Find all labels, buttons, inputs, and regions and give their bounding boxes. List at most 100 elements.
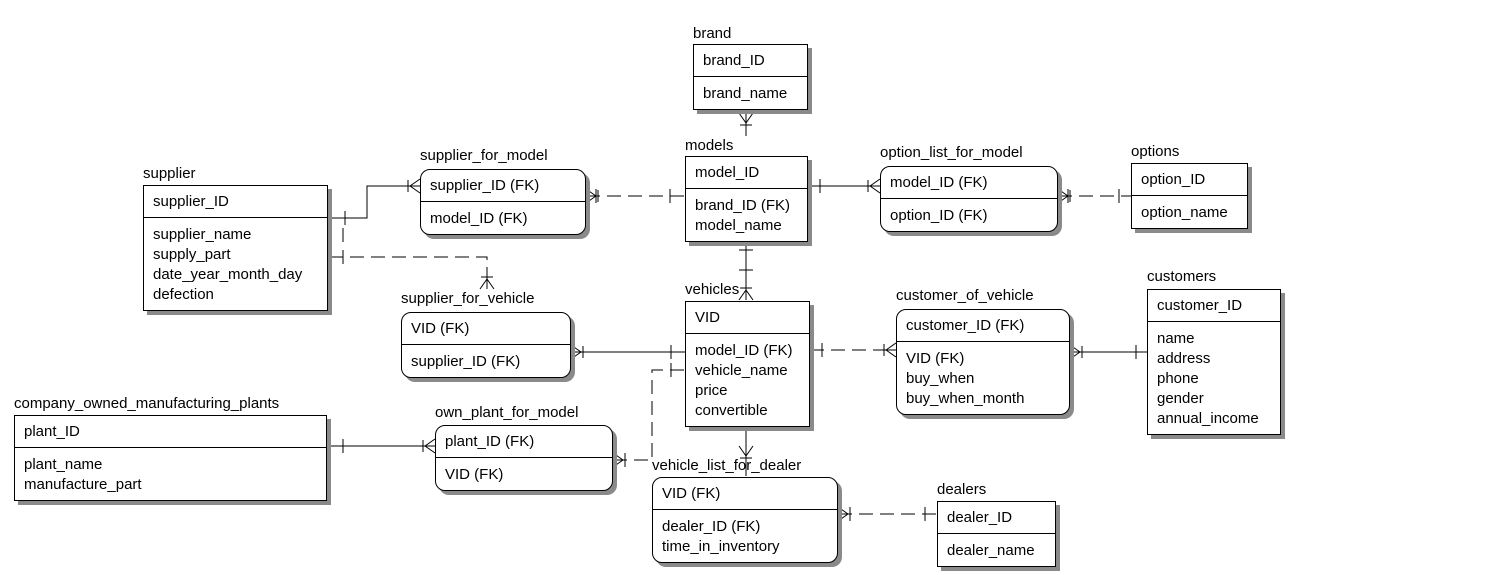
relationship-line: [329, 185, 420, 219]
key-attribute: customer_ID: [1157, 297, 1243, 314]
attribute-section: model_ID (FK): [421, 202, 585, 234]
primary-key-section: VID (FK): [402, 313, 570, 345]
attribute: time_in_inventory: [662, 538, 780, 555]
many-marker: [837, 506, 849, 515]
many-marker: [570, 351, 582, 360]
key-attribute: brand_ID: [703, 52, 765, 69]
key-attribute: model_ID: [695, 164, 760, 181]
many-marker: [1057, 188, 1069, 197]
entity-title: vehicles: [685, 281, 740, 298]
attribute-section: brand_name: [694, 77, 807, 109]
attribute: convertible: [695, 402, 768, 419]
many-marker: [837, 513, 849, 522]
attribute: vehicle_name: [695, 362, 788, 379]
entity-box: VID (FK) dealer_ID (FK) time_in_inventory: [652, 477, 838, 563]
key-attribute: supplier_ID (FK): [430, 177, 540, 194]
entity-title: customer_of_vehicle: [896, 287, 1034, 304]
entity-box: supplier_ID (FK) model_ID (FK): [420, 169, 586, 235]
many-marker: [869, 185, 881, 194]
many-marker: [409, 178, 421, 187]
primary-key-section: VID (FK): [653, 478, 837, 510]
entity-title: options: [1131, 143, 1180, 160]
relationship-line: [613, 369, 685, 461]
many-marker: [612, 459, 624, 468]
primary-key-section: plant_ID (FK): [436, 426, 612, 458]
many-marker: [612, 452, 624, 461]
key-attribute: VID (FK): [411, 320, 470, 337]
attribute: VID (FK): [906, 350, 965, 367]
key-attribute: model_ID (FK): [890, 174, 988, 191]
many-marker: [570, 344, 582, 353]
entity-title: customers: [1147, 268, 1217, 285]
attribute-section: VID (FK): [436, 458, 612, 490]
attribute: dealer_name: [947, 542, 1035, 559]
attribute-section: brand_ID (FK)model_name: [686, 189, 807, 241]
attribute-section: dealer_name: [938, 534, 1055, 566]
many-marker: [1069, 344, 1081, 353]
entity-title: own_plant_for_model: [435, 404, 579, 421]
attribute: price: [695, 382, 728, 399]
attribute-section: supplier_ID (FK): [402, 345, 570, 377]
primary-key-section: supplier_ID: [144, 186, 327, 218]
key-attribute: plant_ID (FK): [445, 433, 535, 450]
entity-box: customer_ID (FK) VID (FK) buy_when buy_when…: [896, 309, 1070, 415]
attribute: date_year_month_day: [153, 266, 303, 283]
key-attribute: dealer_ID: [947, 509, 1013, 526]
attribute: buy_when: [906, 370, 975, 387]
key-attribute: customer_ID (FK): [906, 317, 1025, 334]
attribute: supplier_name: [153, 226, 252, 243]
entity-title: supplier_for_vehicle: [401, 290, 535, 307]
attribute: address: [1157, 350, 1211, 367]
attribute-section: dealer_ID (FK) time_in_inventory: [653, 510, 837, 562]
primary-key-section: customer_ID: [1148, 290, 1280, 322]
many-marker: [885, 349, 897, 358]
attribute: phone: [1157, 370, 1199, 387]
many-marker: [745, 445, 754, 457]
attribute: name: [1157, 330, 1195, 347]
many-marker: [585, 195, 597, 204]
entity-title: vehicle_list_for_dealer: [652, 457, 802, 474]
many-marker: [869, 178, 881, 187]
primary-key-section: brand_ID: [694, 45, 807, 77]
many-marker: [745, 112, 754, 124]
attribute: dealer_ID (FK): [662, 518, 761, 535]
many-marker: [409, 185, 421, 194]
many-marker: [479, 278, 488, 290]
many-marker: [885, 342, 897, 351]
entity-title: option_list_for_model: [880, 144, 1023, 161]
key-attribute: plant_ID: [24, 423, 80, 440]
primary-key-section: dealer_ID: [938, 502, 1055, 534]
entity-box: model_ID (FK) option_ID (FK): [880, 166, 1058, 232]
many-marker: [745, 289, 754, 301]
attribute: option_name: [1141, 204, 1228, 221]
primary-key-section: model_ID (FK): [881, 167, 1057, 199]
attribute: model_ID (FK): [695, 342, 793, 359]
key-attribute: option_ID: [1141, 171, 1206, 188]
entity-box: model_ID brand_ID (FK)model_name: [685, 156, 808, 242]
primary-key-section: model_ID: [686, 157, 807, 189]
primary-key-section: plant_ID: [15, 416, 326, 448]
many-marker: [1057, 195, 1069, 204]
attribute: supplier_ID (FK): [411, 353, 521, 370]
entity-title: supplier: [143, 165, 196, 182]
attribute: buy_when_month: [906, 390, 1025, 407]
primary-key-section: supplier_ID (FK): [421, 170, 585, 202]
attribute: model_name: [695, 217, 782, 234]
many-marker: [585, 188, 597, 197]
many-marker: [738, 112, 747, 124]
entity-title: models: [685, 137, 734, 154]
key-attribute: VID: [695, 309, 721, 326]
primary-key-section: customer_ID (FK): [897, 310, 1069, 342]
many-marker: [424, 445, 436, 454]
attribute-section: option_ID (FK): [881, 199, 1057, 231]
attribute: gender: [1157, 390, 1204, 407]
attribute: defection: [153, 286, 214, 303]
entity-title: supplier_for_model: [420, 147, 548, 164]
